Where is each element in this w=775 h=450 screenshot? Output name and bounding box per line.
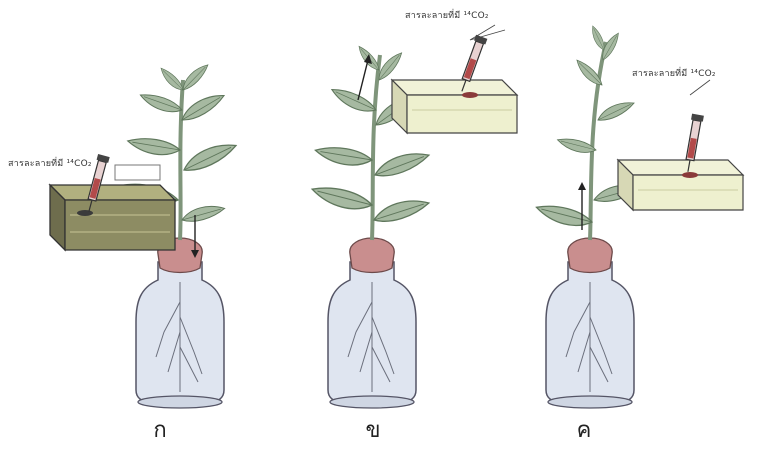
syringe-label-a: สารละลายที่มี ¹⁴CO₂ [8, 156, 92, 170]
bottle-c [546, 262, 634, 408]
panel-label-c: ค [564, 412, 604, 447]
panel-c [534, 24, 743, 408]
syringe-label-c: สารละลายที่มี ¹⁴CO₂ [632, 66, 716, 80]
panel-b [310, 25, 517, 408]
stopper-b [350, 238, 394, 273]
panel-a [50, 62, 239, 408]
chamber-b [392, 80, 517, 133]
panel-label-a: ก [140, 412, 180, 447]
plant-b [310, 43, 432, 240]
syringe-label-b: สารละลายที่มี ¹⁴CO₂ [405, 8, 489, 22]
plant-c [534, 24, 642, 240]
panel-label-b: ข [353, 412, 393, 447]
bottle-a [136, 262, 224, 408]
bottle-b [328, 262, 416, 408]
chamber-c [618, 160, 743, 210]
chamber-a [50, 165, 175, 250]
stopper-c [568, 238, 612, 273]
